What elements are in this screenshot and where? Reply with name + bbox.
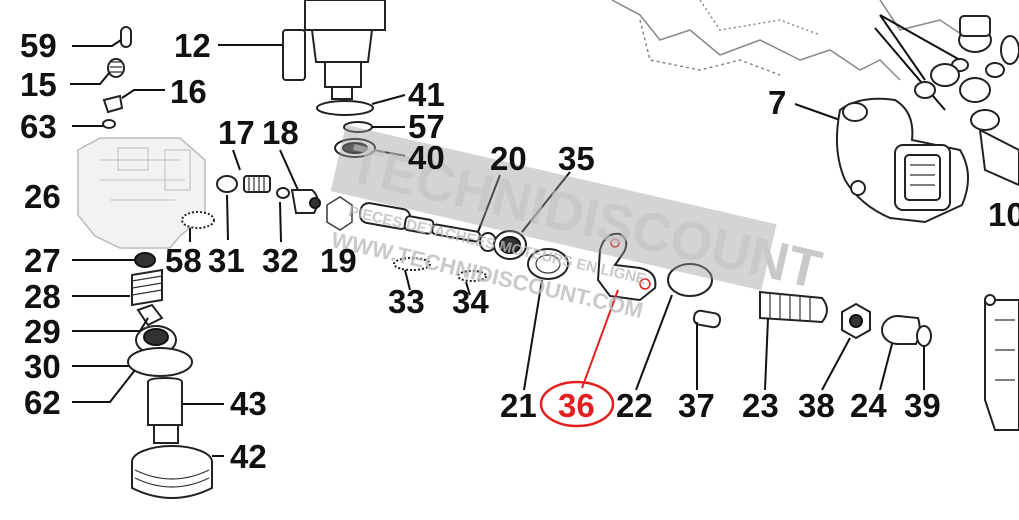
- pump-body-part-26: [77, 137, 206, 249]
- callout-33: 33: [388, 283, 425, 320]
- washers-41-57-40: [316, 94, 406, 158]
- callout-21: 21: [500, 387, 537, 424]
- callout-62: 62: [24, 384, 61, 421]
- callout-43: 43: [230, 385, 267, 422]
- callout-24: 24: [850, 387, 887, 424]
- callout-41: 41: [408, 76, 445, 113]
- callout-42: 42: [230, 438, 267, 475]
- spring-stack: [72, 252, 193, 403]
- callout-37: 37: [678, 387, 715, 424]
- highlight-ring: [539, 380, 615, 428]
- callout-26: 26: [24, 178, 61, 215]
- callout-19: 19: [320, 242, 357, 279]
- callout-22: 22: [616, 387, 653, 424]
- callout-32: 32: [262, 242, 299, 279]
- top-right-fittings: [874, 14, 1019, 187]
- callout-12: 12: [174, 27, 211, 64]
- small-parts-left: [70, 26, 165, 129]
- injector-rod: [358, 171, 571, 296]
- filter-housing-part-7: [794, 97, 969, 224]
- nozzle-and-cap: [131, 376, 224, 499]
- callout-labels: 59 15 16 63 12 41 57 40 7 10 17 18 26 20…: [20, 27, 1019, 475]
- callout-18: 18: [262, 114, 299, 151]
- callout-27: 27: [24, 242, 61, 279]
- callout-15: 15: [20, 66, 57, 103]
- callout-23: 23: [742, 387, 779, 424]
- engine-block-outline: [611, 0, 971, 81]
- callout-30: 30: [24, 348, 61, 385]
- callout-7: 7: [768, 84, 786, 121]
- callout-29: 29: [24, 313, 61, 350]
- pump-plunger-part-12: [218, 0, 386, 100]
- callout-40: 40: [408, 139, 445, 176]
- spring-and-caps-right: [759, 290, 932, 391]
- callout-16: 16: [170, 73, 207, 110]
- callout-20: 20: [490, 140, 527, 177]
- callout-57: 57: [408, 108, 445, 145]
- callout-17: 17: [218, 114, 255, 151]
- callout-35: 35: [558, 140, 595, 177]
- hex-nut-part-19: [326, 196, 353, 231]
- callout-34: 34: [452, 283, 489, 320]
- callout-36-highlighted: 36: [558, 387, 595, 424]
- callout-10: 10: [988, 196, 1019, 233]
- callout-38: 38: [798, 387, 835, 424]
- callout-39: 39: [904, 387, 941, 424]
- callout-28: 28: [24, 278, 61, 315]
- valve-parts-upper: [181, 149, 321, 243]
- callout-31: 31: [208, 242, 245, 279]
- callout-58: 58: [165, 242, 202, 279]
- right-edge-assembly: [984, 294, 1019, 431]
- fittings-middle: [523, 232, 722, 391]
- callout-63: 63: [20, 108, 57, 145]
- callout-59: 59: [20, 27, 57, 64]
